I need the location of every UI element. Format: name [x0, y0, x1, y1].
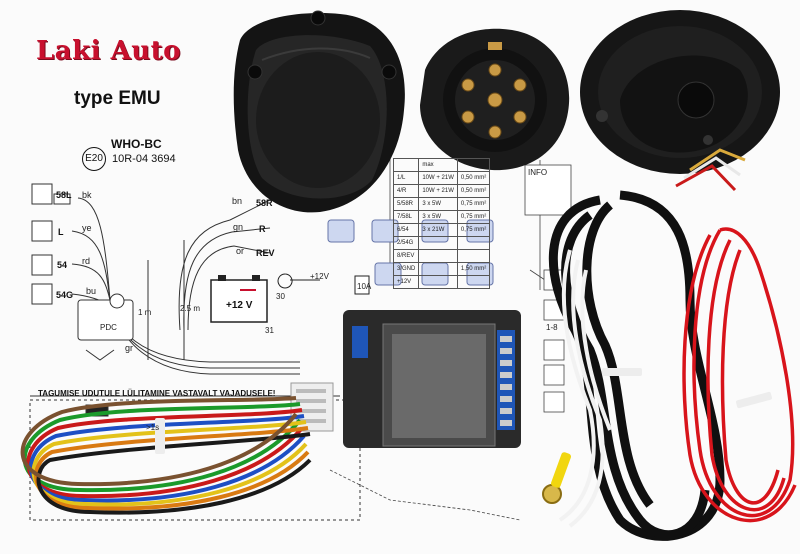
spec-table-row: 2/54G [392, 236, 491, 250]
spec-cell: 7/58L [392, 210, 420, 224]
spec-cell: 0,75 mm² [456, 197, 491, 211]
voltage-label: +12V [310, 272, 329, 281]
pin-31-label: 31 [265, 326, 274, 335]
spec-cell: 3/GND [392, 262, 420, 276]
length-right-label: 2.5 m [180, 304, 201, 313]
multicolor-wire-loom [20, 396, 312, 515]
approval-code: 10R-04 3694 [112, 153, 176, 165]
spec-cell: 0,50 mm² [456, 184, 491, 198]
red-cable-coil [682, 227, 797, 523]
wire-color-rd: rd [82, 256, 91, 266]
ring-terminal [542, 452, 572, 504]
spec-cell: 3 x 5W [418, 197, 458, 211]
wire-color-gr: gr [125, 343, 134, 353]
spec-cell: 8/REV [392, 249, 420, 263]
terminal-r: R [259, 224, 266, 234]
warning-text: TAGUMISE UDUTULE LÜLITAMINE VASTAVALT VA… [38, 389, 276, 398]
socket-13-pin [233, 10, 405, 213]
e-mark-badge: E20 [82, 147, 106, 171]
spec-cell: 0,75 mm² [456, 223, 491, 237]
wire-color-bn: bn [232, 196, 243, 206]
terminal-58r: 58R [256, 198, 273, 208]
info-label-top: INFO [528, 168, 548, 177]
spec-cell: 3 x 5W [418, 210, 458, 224]
spec-cell: +12V [392, 275, 420, 289]
spec-cell: 3 x 21W [418, 223, 458, 237]
spec-cell [418, 275, 458, 289]
spec-table-row: +12V [392, 275, 491, 289]
spec-cell: 10W + 21W [418, 184, 458, 198]
wire-color-or: or [236, 246, 245, 256]
pin-30-label: 30 [276, 292, 285, 301]
spec-cell: 5/58R [392, 197, 420, 211]
pdc-label: PDC [100, 323, 117, 332]
spec-header-cell [392, 158, 420, 172]
module-pins-label: 1-8 [546, 323, 558, 332]
spec-cell: 0,50 mm² [456, 171, 491, 185]
spec-table-header: max [392, 158, 491, 172]
battery-label: +12 V [226, 300, 253, 311]
cable-ties [155, 368, 772, 454]
spec-cell: 1/L [392, 171, 420, 185]
spec-cell [456, 275, 491, 289]
spec-cell [418, 262, 458, 276]
white-cable-coil [558, 249, 612, 528]
brand-logo-text: Laki Auto [36, 36, 181, 66]
spec-table-row: 3/GND 1,50 mm² [392, 262, 491, 276]
product-type-label: type EMU [74, 88, 161, 109]
spec-table-row: 8/REV [392, 249, 491, 263]
spec-cell: 10W + 21W [418, 171, 458, 185]
terminal-rev: REV [256, 248, 275, 258]
length-left-label: 1 m [138, 308, 152, 317]
spec-header-cell: max [418, 158, 458, 172]
wire-color-bk: bk [82, 190, 92, 200]
spec-cell: 2/54G [392, 236, 420, 250]
terminal-54: 54 [57, 260, 68, 270]
spec-header-cell [456, 158, 491, 172]
spec-cell [456, 236, 491, 250]
rubber-grommet [580, 10, 780, 192]
wire-color-ye: ye [82, 223, 92, 233]
threshold-label: >1s [146, 423, 160, 432]
spec-cell [456, 249, 491, 263]
spec-cell: 1,50 mm² [456, 262, 491, 276]
fuse-label: 10A [357, 282, 372, 291]
terminal-54g: 54G [56, 290, 74, 300]
terminal-l: L [58, 227, 64, 237]
spec-cell [418, 249, 458, 263]
socket-7-pin [420, 28, 570, 171]
spec-cell: 6/54 [392, 223, 420, 237]
battery-symbol [210, 273, 370, 323]
wire-color-bu: bu [86, 286, 97, 296]
wire-color-gn: gn [233, 222, 244, 232]
approval-title: WHO-BC [111, 137, 162, 151]
control-module [343, 310, 521, 448]
spec-cell: 0,75 mm² [456, 210, 491, 224]
spec-cell: 4/R [392, 184, 420, 198]
spec-cell [418, 236, 458, 250]
terminal-58l: 58L [56, 190, 72, 200]
